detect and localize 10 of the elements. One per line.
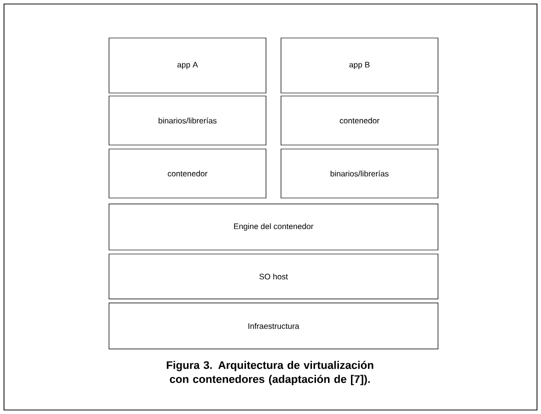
layer-box: Engine del contenedor: [108, 204, 438, 250]
layer-box: contenedor: [108, 148, 266, 198]
layer-box: binarios/librerías: [108, 96, 266, 146]
layer-box: contenedor: [280, 96, 438, 146]
caption: Figura 3. Arquitectura de virtualización con contenedores (adaptación de [7]).: [166, 360, 374, 386]
layer-box: Infraestructura: [108, 302, 438, 350]
layer-box: app B: [280, 38, 438, 94]
layer-box: SO host: [108, 254, 438, 300]
layer-box: app A: [108, 38, 266, 94]
layer-box: binarios/librerías: [280, 148, 438, 198]
